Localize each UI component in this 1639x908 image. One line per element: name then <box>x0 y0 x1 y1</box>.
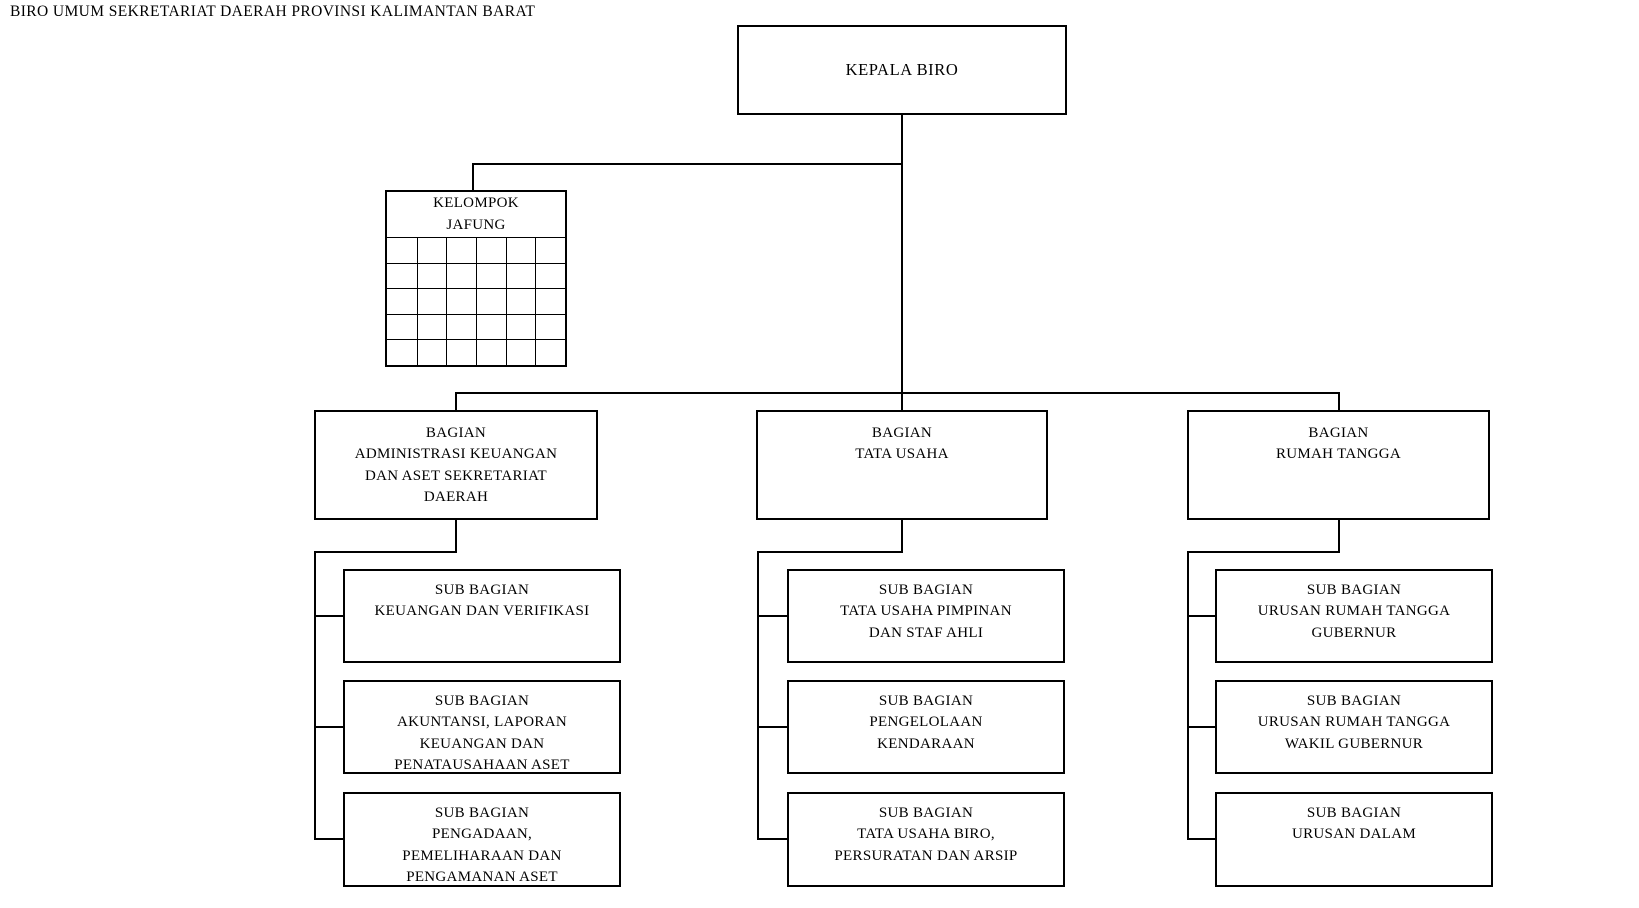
connector-root-vertical <box>901 114 903 410</box>
jafung-grid-cell <box>446 238 476 263</box>
connector-col1-stub-2 <box>314 726 345 728</box>
org-box-sub-urusan-dalam: SUB BAGIAN URUSAN DALAM <box>1215 792 1493 887</box>
jafung-grid-cell <box>505 262 536 289</box>
connector-col1-stub-3 <box>314 838 345 840</box>
jafung-grid-cell <box>387 262 417 289</box>
org-box-sub-1-1-label: SUB BAGIAN KEUANGAN DAN VERIFIKASI <box>374 582 590 620</box>
connector-col2-stub-1 <box>757 615 789 617</box>
org-box-sub-keuangan-verifikasi: SUB BAGIAN KEUANGAN DAN VERIFIKASI <box>343 569 621 663</box>
kelompok-jafung-header: KELOMPOK JAFUNG <box>387 192 565 237</box>
jafung-grid-cell <box>535 339 565 365</box>
org-box-kelompok-jafung: KELOMPOK JAFUNG <box>385 190 567 367</box>
page-title: BIRO UMUM SEKRETARIAT DAERAH PROVINSI KA… <box>10 3 536 20</box>
connector-divisions-horizontal <box>455 392 1340 394</box>
connector-col2-division-bottom <box>901 520 903 553</box>
jafung-grid-cell <box>505 238 536 263</box>
jafung-grid-cell <box>475 288 506 314</box>
jafung-grid-cell <box>416 238 447 263</box>
org-box-sub-tata-usaha-pimpinan: SUB BAGIAN TATA USAHA PIMPINAN DAN STAF … <box>787 569 1065 663</box>
jafung-grid <box>387 237 565 365</box>
jafung-grid-cell <box>505 288 536 314</box>
jafung-grid-cell <box>416 313 447 340</box>
connector-jafung-horizontal <box>472 163 903 165</box>
connector-col2-stub-3 <box>757 838 789 840</box>
org-box-bagian-rumah-tangga: BAGIAN RUMAH TANGGA <box>1187 410 1490 520</box>
org-box-sub-rumah-tangga-wakil-gubernur: SUB BAGIAN URUSAN RUMAH TANGGA WAKIL GUB… <box>1215 680 1493 774</box>
org-box-sub-3-3-label: SUB BAGIAN URUSAN DALAM <box>1291 805 1417 843</box>
org-box-bagian-tata-usaha: BAGIAN TATA USAHA <box>756 410 1048 520</box>
org-box-bagian-1-label: BAGIAN ADMINISTRASI KEUANGAN DAN ASET SE… <box>354 425 558 505</box>
org-box-bagian-administrasi-keuangan: BAGIAN ADMINISTRASI KEUANGAN DAN ASET SE… <box>314 410 598 520</box>
jafung-grid-cell <box>535 262 565 289</box>
org-box-sub-1-3-label: SUB BAGIAN PENGADAAN, PEMELIHARAAN DAN P… <box>402 805 562 885</box>
org-box-sub-2-2-label: SUB BAGIAN PENGELOLAAN KENDARAAN <box>869 693 983 752</box>
jafung-grid-cell <box>387 238 417 263</box>
org-box-sub-pengadaan-pemeliharaan: SUB BAGIAN PENGADAAN, PEMELIHARAAN DAN P… <box>343 792 621 887</box>
connector-col3-division-bottom <box>1338 520 1340 553</box>
jafung-grid-cell <box>387 313 417 340</box>
jafung-grid-cell <box>535 288 565 314</box>
connector-col1-to-spine <box>314 551 457 553</box>
jafung-grid-cell <box>475 339 506 365</box>
org-box-sub-1-2-label: SUB BAGIAN AKUNTANSI, LAPORAN KEUANGAN D… <box>394 693 570 773</box>
org-box-sub-tata-usaha-biro: SUB BAGIAN TATA USAHA BIRO, PERSURATAN D… <box>787 792 1065 887</box>
org-box-sub-2-1-label: SUB BAGIAN TATA USAHA PIMPINAN DAN STAF … <box>840 582 1012 641</box>
org-box-bagian-3-label: BAGIAN RUMAH TANGGA <box>1275 425 1402 463</box>
jafung-grid-cell <box>446 339 476 365</box>
org-box-bagian-2-label: BAGIAN TATA USAHA <box>855 425 949 463</box>
connector-col1-spine <box>314 551 316 840</box>
connector-col3-spine <box>1187 551 1189 840</box>
connector-col2-spine <box>757 551 759 840</box>
jafung-grid-cell <box>446 262 476 289</box>
jafung-grid-cell <box>446 288 476 314</box>
connector-col1-division-bottom <box>455 520 457 553</box>
org-box-kelompok-jafung-label: KELOMPOK JAFUNG <box>433 195 519 233</box>
org-box-sub-2-3-label: SUB BAGIAN TATA USAHA BIRO, PERSURATAN D… <box>834 805 1018 864</box>
jafung-grid-cell <box>475 238 506 263</box>
jafung-grid-cell <box>416 262 447 289</box>
connector-division-1-drop <box>455 392 457 412</box>
org-box-sub-pengelolaan-kendaraan: SUB BAGIAN PENGELOLAAN KENDARAAN <box>787 680 1065 774</box>
jafung-grid-cell <box>505 313 536 340</box>
jafung-grid-cell <box>416 288 447 314</box>
jafung-grid-cell <box>535 313 565 340</box>
connector-jafung-drop <box>472 163 474 192</box>
jafung-grid-cell <box>505 339 536 365</box>
jafung-grid-cell <box>475 262 506 289</box>
jafung-grid-cell <box>387 288 417 314</box>
connector-col3-stub-2 <box>1187 726 1217 728</box>
connector-col3-to-spine <box>1187 551 1340 553</box>
jafung-grid-cell <box>446 313 476 340</box>
connector-col2-stub-2 <box>757 726 789 728</box>
jafung-grid-cell <box>535 238 565 263</box>
org-box-sub-rumah-tangga-gubernur: SUB BAGIAN URUSAN RUMAH TANGGA GUBERNUR <box>1215 569 1493 663</box>
connector-col2-to-spine <box>757 551 903 553</box>
connector-col1-stub-1 <box>314 615 345 617</box>
jafung-grid-cell <box>416 339 447 365</box>
org-box-kepala-biro: KEPALA BIRO <box>737 25 1067 115</box>
connector-col3-stub-3 <box>1187 838 1217 840</box>
jafung-grid-cell <box>475 313 506 340</box>
org-box-kepala-biro-label: KEPALA BIRO <box>845 60 959 80</box>
connector-col3-stub-1 <box>1187 615 1217 617</box>
org-box-sub-akuntansi-laporan: SUB BAGIAN AKUNTANSI, LAPORAN KEUANGAN D… <box>343 680 621 774</box>
org-box-sub-3-2-label: SUB BAGIAN URUSAN RUMAH TANGGA WAKIL GUB… <box>1257 693 1451 752</box>
org-box-sub-3-1-label: SUB BAGIAN URUSAN RUMAH TANGGA GUBERNUR <box>1257 582 1451 641</box>
jafung-grid-cell <box>387 339 417 365</box>
connector-division-3-drop <box>1338 392 1340 412</box>
